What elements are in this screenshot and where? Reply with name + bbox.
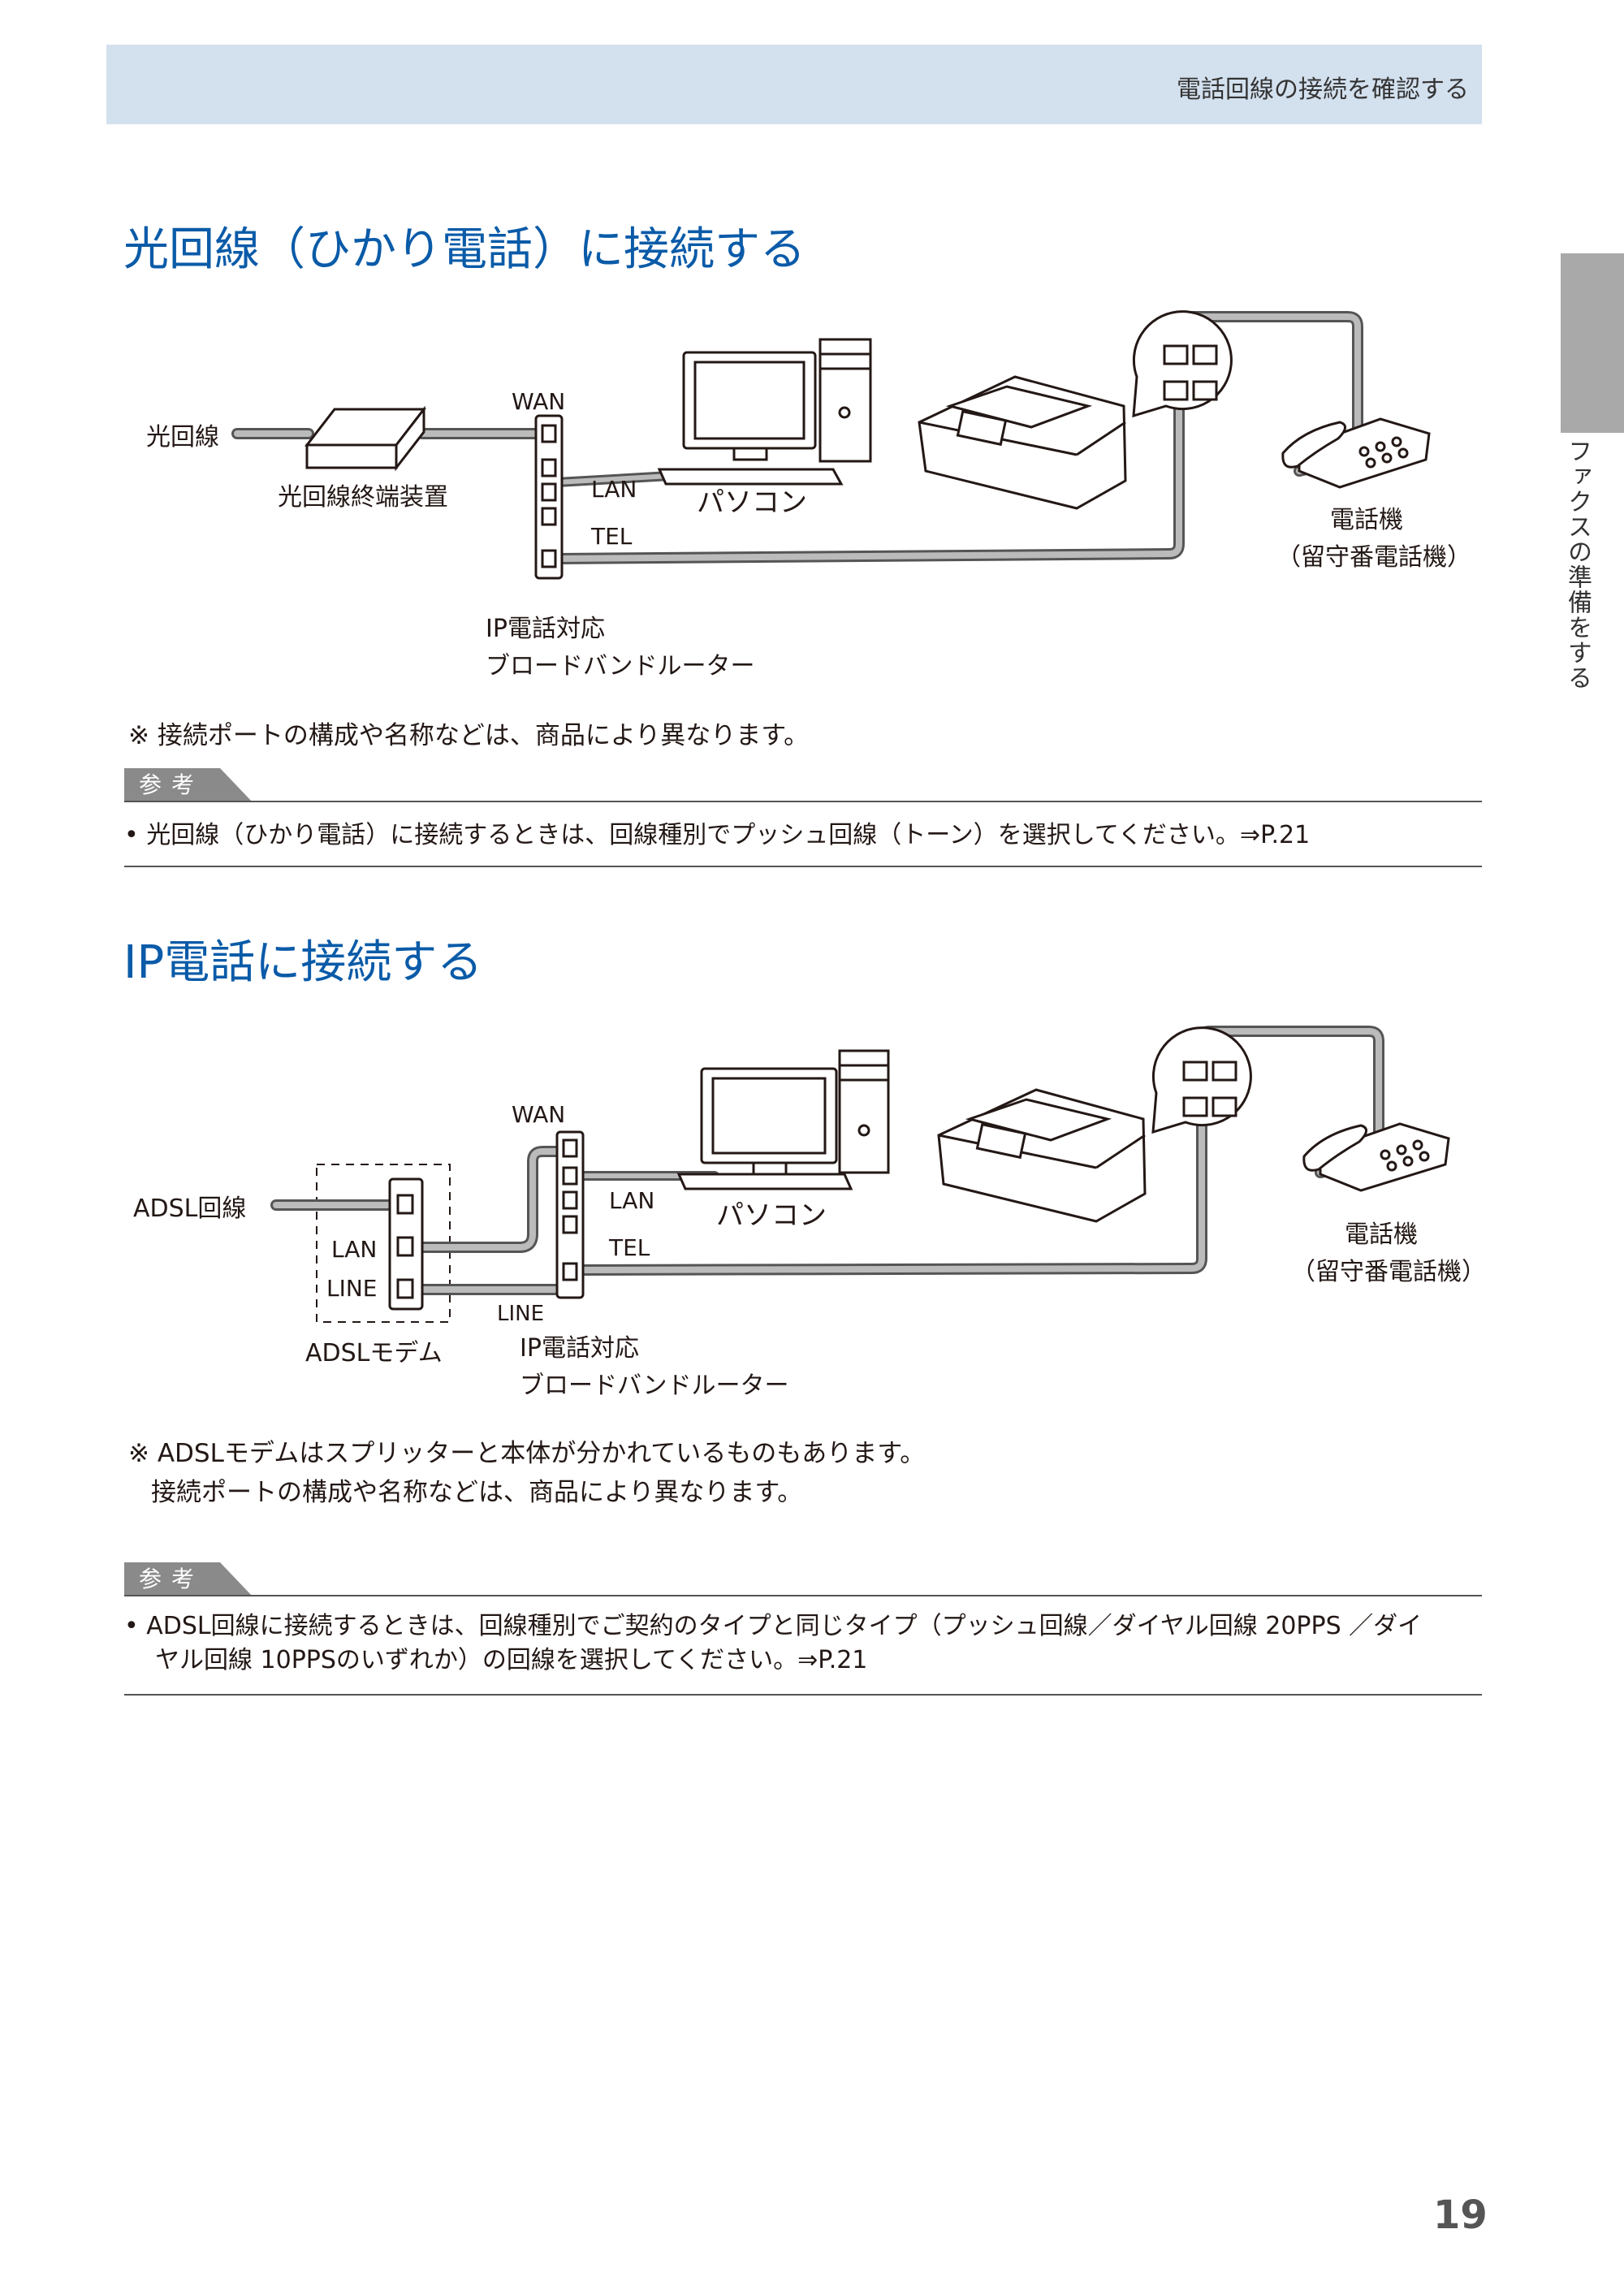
pc-device xyxy=(657,338,872,486)
divider xyxy=(124,1694,1482,1696)
pc-device xyxy=(676,1049,890,1190)
phone-label-line2: （留守番電話機） xyxy=(1291,1258,1486,1286)
section2-heading: IP電話に接続する xyxy=(123,936,483,989)
ref-item-line2: ヤル回線 10PPSのいずれか）の回線を選択してください。⇒P.21 xyxy=(155,1646,868,1674)
modem-line-label: LINE xyxy=(326,1275,378,1302)
ref-item-line1: ADSL回線に接続するときは、回線種別でご契約のタイプと同じタイプ（プッシュ回線… xyxy=(124,1609,1482,1644)
adsl-line-label: ADSL回線 xyxy=(133,1195,246,1223)
printer-device xyxy=(937,1088,1147,1223)
section2-note-line1: ※ ADSLモデムはスプリッターと本体が分かれているものもあります。 xyxy=(128,1439,926,1468)
header-title: 電話回線の接続を確認する xyxy=(1177,76,1469,104)
onu-label: 光回線終端装置 xyxy=(278,483,448,512)
side-tab-label: ファクスの準備をする xyxy=(1563,438,1592,690)
wan-label: WAN xyxy=(512,388,565,415)
telephone-device xyxy=(1281,417,1431,489)
ref-item-text: 光回線（ひかり電話）に接続するときは、回線種別でプッシュ回線（トーン）を選択して… xyxy=(124,821,1310,849)
wan-label: WAN xyxy=(512,1101,565,1128)
adsl-modem-device xyxy=(388,1177,424,1311)
router-label-line2: ブロードバンドルーター xyxy=(520,1372,789,1400)
section1-ref-header: 参考 xyxy=(124,768,1482,802)
router-device xyxy=(534,414,564,580)
lan-label: LAN xyxy=(609,1187,654,1214)
modem-label: ADSLモデム xyxy=(305,1339,443,1367)
section2-ref-header: 参考 xyxy=(124,1562,1482,1596)
phone-label-line1: 電話機 xyxy=(1330,506,1403,534)
divider xyxy=(124,1595,1482,1596)
divider xyxy=(124,866,1482,867)
router-label-line1: IP電話対応 xyxy=(520,1334,639,1363)
telephone-device xyxy=(1302,1122,1450,1192)
ref-tab: 参考 xyxy=(124,1562,253,1596)
line-label: LINE xyxy=(497,1302,544,1326)
section2-note-line2: 接続ポートの構成や名称などは、商品により異なります。 xyxy=(151,1478,803,1507)
tel-label: TEL xyxy=(608,1234,650,1261)
onu-device xyxy=(304,405,427,472)
phone-label-line1: 電話機 xyxy=(1345,1220,1418,1249)
port-zoom-circle xyxy=(1151,1026,1252,1134)
page-number: 19 xyxy=(1433,2192,1488,2238)
section1-heading: 光回線（ひかり電話）に接続する xyxy=(123,223,806,276)
optical-line-label: 光回線 xyxy=(146,423,219,451)
tel-label: TEL xyxy=(590,523,633,550)
phone-label-line2: （留守番電話機） xyxy=(1276,543,1471,572)
section2-ref-item: ADSL回線に接続するときは、回線種別でご契約のタイプと同じタイプ（プッシュ回線… xyxy=(124,1609,1482,1678)
section1-ref-item: 光回線（ひかり電話）に接続するときは、回線種別でプッシュ回線（トーン）を選択して… xyxy=(124,819,1482,853)
router-label-line2: ブロードバンドルーター xyxy=(486,652,755,680)
lan-label: LAN xyxy=(591,476,637,503)
modem-lan-label: LAN xyxy=(331,1236,377,1263)
ref-tab: 参考 xyxy=(124,768,253,802)
router-label-line1: IP電話対応 xyxy=(486,615,605,643)
pc-label: パソコン xyxy=(716,1199,827,1232)
divider xyxy=(124,801,1482,802)
header-bar: 電話回線の接続を確認する xyxy=(106,45,1482,124)
optical-connection-diagram: 光回線 光回線終端装置 WAN LAN TEL パソコン IP電話対応 ブロード… xyxy=(146,310,1471,680)
ip-phone-connection-diagram: ADSL回線 LAN LINE ADSLモデム WAN LAN TEL LINE… xyxy=(133,1026,1486,1400)
pc-label: パソコン xyxy=(697,486,807,519)
section1-note: ※ 接続ポートの構成や名称などは、商品により異なります。 xyxy=(128,721,810,750)
side-tab xyxy=(1561,253,1624,433)
printer-device xyxy=(918,375,1127,510)
port-zoom-circle xyxy=(1132,310,1233,418)
router-device xyxy=(555,1130,585,1299)
